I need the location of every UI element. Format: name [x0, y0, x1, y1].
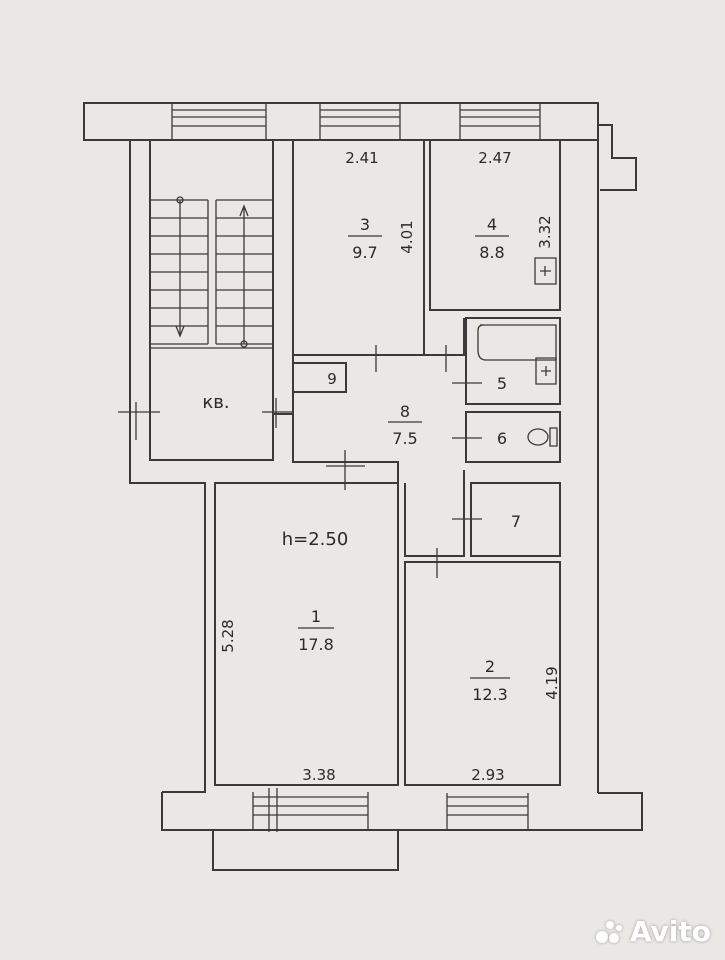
- room-area: 17.8: [298, 635, 334, 654]
- room-area: 9.7: [352, 243, 377, 262]
- dim-room2-depth: 4.19: [543, 666, 561, 699]
- room-number: 8: [400, 402, 410, 421]
- dim-room1-width: 3.38: [302, 766, 335, 784]
- stairwell-label: кв.: [202, 392, 229, 413]
- room-8-label: 8 7.5: [388, 402, 422, 448]
- dim-room2-width: 2.93: [471, 766, 504, 784]
- room-number: 1: [311, 607, 321, 626]
- dim-room4-width: 2.47: [478, 149, 511, 167]
- fixtures: [477, 257, 558, 447]
- room-number: 2: [485, 657, 495, 676]
- room-number: 4: [487, 215, 497, 234]
- watermark-text: Avito: [629, 915, 711, 948]
- room-area: 7.5: [392, 429, 417, 448]
- avito-watermark: Avito: [594, 915, 711, 948]
- room-3-label: 3 9.7: [348, 215, 382, 262]
- room-4-label: 4 8.8: [475, 215, 509, 262]
- room-7-number: 7: [511, 512, 521, 531]
- room-5-number: 5: [497, 374, 507, 393]
- door-ticks: [118, 345, 482, 578]
- ceiling-height-label: h=2.50: [282, 529, 349, 550]
- room-1-label: 1 17.8: [298, 607, 334, 654]
- dim-room1-depth: 5.28: [219, 619, 237, 652]
- room-2-label: 2 12.3: [470, 657, 510, 704]
- stair-flights: [150, 196, 273, 349]
- room-9-number: 9: [327, 370, 337, 388]
- room-6-number: 6: [497, 429, 507, 448]
- avito-logo-icon: [594, 917, 624, 947]
- room-number: 3: [360, 215, 370, 234]
- room-area: 12.3: [472, 685, 508, 704]
- dim-room3-width: 2.41: [345, 149, 378, 167]
- dim-room3-depth: 4.01: [398, 220, 416, 253]
- windows: [171, 103, 541, 832]
- room-area: 8.8: [479, 243, 504, 262]
- dim-room4-depth: 3.32: [536, 215, 554, 248]
